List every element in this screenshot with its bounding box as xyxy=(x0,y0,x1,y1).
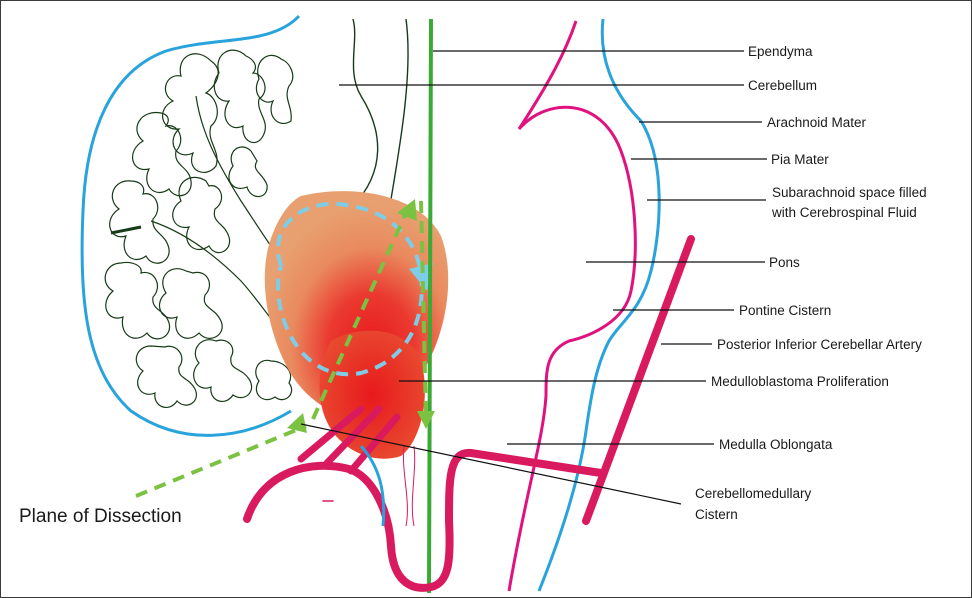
brainstem-dorsal-boundary xyxy=(389,19,408,211)
label-cerebellomedullary-line2: Cistern xyxy=(695,507,738,522)
label-medulla-oblongata: Medulla Oblongata xyxy=(719,437,833,452)
label-pontine-cistern: Pontine Cistern xyxy=(739,303,831,318)
fourth-ventricle-boundary xyxy=(353,19,378,206)
dissection-arrowhead-left xyxy=(287,413,307,433)
pia-mater-line xyxy=(509,21,635,591)
label-pons: Pons xyxy=(769,255,800,270)
arachnoid-mater-line xyxy=(539,19,659,591)
ependyma-line xyxy=(429,19,431,593)
label-plane-of-dissection: Plane of Dissection xyxy=(19,506,182,527)
label-subarachnoid-line2: with Cerebrospinal Fluid xyxy=(771,205,917,220)
label-cerebellomedullary-line1: Cerebellomedullary xyxy=(695,486,812,501)
label-subarachnoid-line1: Subarachnoid space filled xyxy=(772,185,927,200)
label-ependyma: Ependyma xyxy=(748,44,813,59)
cerebellar-folia xyxy=(105,50,293,407)
label-pica: Posterior Inferior Cerebellar Artery xyxy=(717,337,922,352)
label-pia-mater: Pia Mater xyxy=(771,152,829,167)
dissection-plane-line xyxy=(136,426,306,496)
cisternal-small-vessels xyxy=(403,446,414,526)
label-medulloblastoma: Medulloblastoma Proliferation xyxy=(711,374,889,389)
label-cerebellum: Cerebellum xyxy=(748,78,817,93)
label-arachnoid-mater: Arachnoid Mater xyxy=(767,115,867,130)
cerebellum-arachnoid-outline xyxy=(82,16,299,435)
